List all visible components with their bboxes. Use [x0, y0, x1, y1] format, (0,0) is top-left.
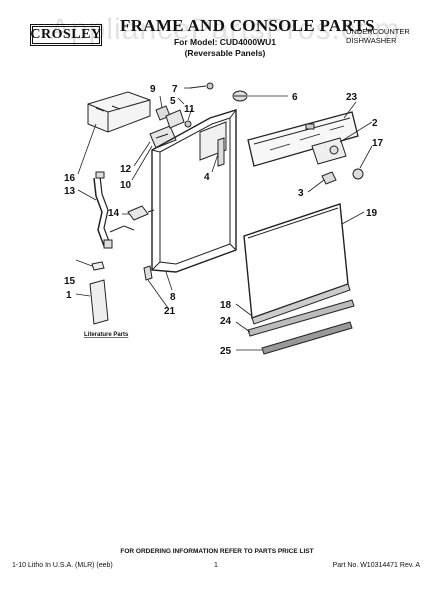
- part-19-door-panel: [243, 203, 349, 319]
- page-number: 1: [214, 562, 218, 569]
- panel-note: (Reversable Panels): [184, 48, 266, 58]
- callout-6: 6: [292, 92, 298, 103]
- callout-16: 16: [64, 173, 76, 184]
- callout-15: 15: [64, 276, 76, 287]
- product-type: UNDERCOUNTER DISHWASHER: [346, 27, 410, 45]
- part-6-knob: [232, 90, 248, 102]
- part-7-screw: [189, 82, 214, 90]
- litho-info: 1-10 Litho In U.S.A. (MLR) (eeb): [12, 562, 113, 569]
- callout-10: 10: [120, 180, 132, 191]
- part-4-door-frame: [151, 109, 237, 273]
- product-type-line1: UNDERCOUNTER: [346, 27, 410, 36]
- part-12-latch-body: [149, 125, 177, 149]
- part-18-panel-trim: [251, 283, 351, 325]
- callout-2: 2: [372, 118, 378, 129]
- callout-14: 14: [108, 208, 120, 219]
- part-13-wire-harness: [93, 171, 135, 249]
- part-23-console-panel: [247, 111, 359, 167]
- part-17-knob: [352, 168, 364, 180]
- callout-24: 24: [220, 316, 232, 327]
- callout-8: 8: [170, 292, 176, 303]
- leader-lines: [75, 87, 373, 351]
- part-2-control: [311, 137, 347, 165]
- callout-18: 18: [220, 300, 232, 311]
- callout-11: 11: [184, 104, 195, 115]
- callout-19: 19: [366, 208, 378, 219]
- callout-21: 21: [164, 306, 176, 317]
- callout-12: 12: [120, 164, 132, 175]
- callout-25: 25: [220, 346, 232, 357]
- order-info: FOR ORDERING INFORMATION REFER TO PARTS …: [120, 548, 314, 555]
- part-21-foot: [143, 265, 153, 281]
- part-24-strip: [247, 299, 355, 337]
- callout-17: 17: [372, 138, 384, 149]
- callout-5: 5: [170, 96, 176, 107]
- page-title: FRAME AND CONSOLE PARTS: [120, 16, 375, 35]
- callout-3: 3: [298, 188, 304, 199]
- part-11-screw: [184, 120, 192, 128]
- literature-parts-label: Literature Parts: [84, 332, 129, 338]
- callout-23: 23: [346, 92, 358, 103]
- model-line: For Model: CUD4000WU1: [173, 37, 276, 47]
- callout-9: 9: [150, 84, 156, 95]
- callout-1: 1: [66, 290, 72, 301]
- part-14-switch: [127, 205, 155, 221]
- product-type-line2: DISHWASHER: [346, 36, 397, 45]
- part-25-strip: [261, 321, 353, 355]
- part-1-literature: [89, 279, 109, 325]
- callout-7: 7: [172, 84, 178, 95]
- part-5-bracket: [165, 109, 185, 129]
- callout-4: 4: [204, 172, 210, 183]
- part-3-button: [321, 171, 337, 185]
- part-15-clip: [91, 261, 105, 271]
- part-16-vent-cover: [87, 91, 151, 133]
- part-number: Part No. W10314471 Rev. A: [332, 562, 420, 569]
- callout-13: 13: [64, 186, 76, 197]
- brand-logo: CROSLEY: [30, 24, 102, 46]
